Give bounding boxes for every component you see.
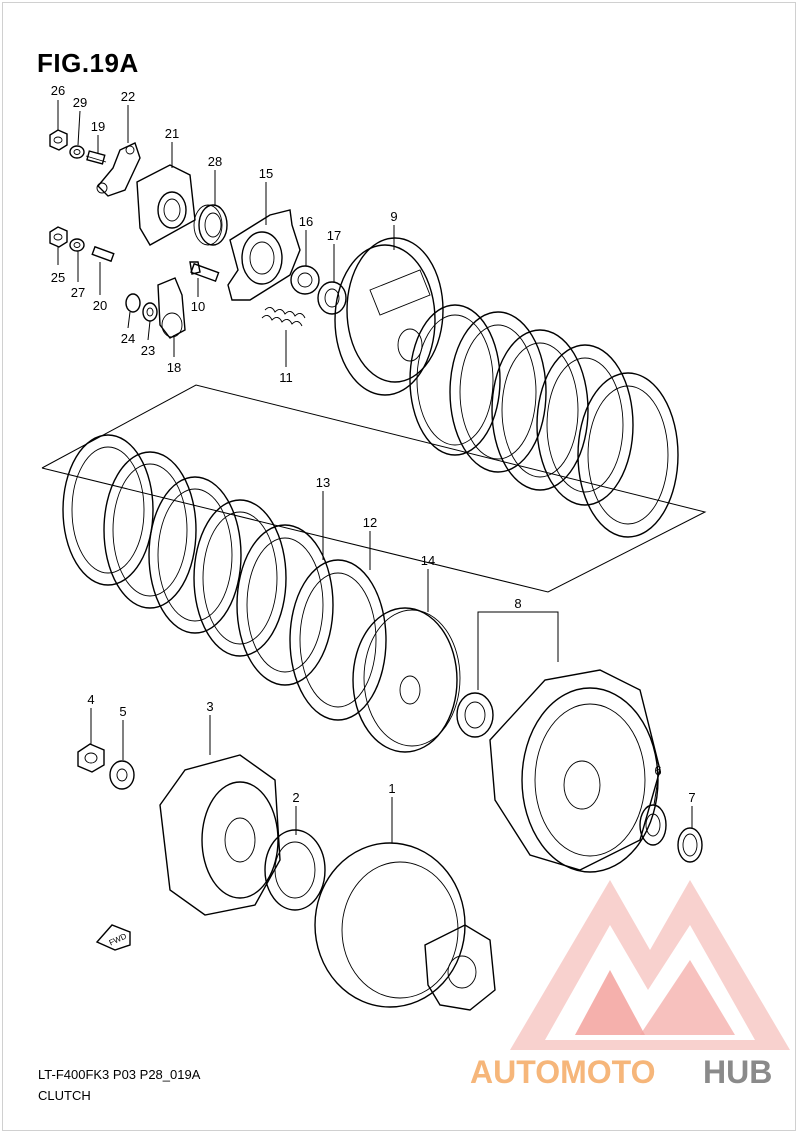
label-13: 13 [316,475,330,490]
part-20-bolt [91,245,115,263]
label-28: 28 [208,154,222,169]
part-19-bolt [85,150,107,165]
label-22: 22 [121,89,135,104]
part-28-bearing [193,204,228,246]
label-5: 5 [119,704,126,719]
leader-lines [57,100,693,843]
part-21-bracket [136,164,196,246]
plate-group-outline [41,384,707,593]
part-17-washer [317,281,347,315]
fwd-label: FWD [108,932,129,948]
watermark-part1: AUTOMOTO [470,1054,655,1090]
part-8-clutch-housing [456,669,661,873]
label-27: 27 [71,285,85,300]
part-25-nut [49,226,68,248]
label-8: 8 [514,596,521,611]
label-7: 7 [688,790,695,805]
part-1-drive-housing [314,842,496,1011]
part-15-release-plate [227,209,301,301]
label-18: 18 [167,360,181,375]
label-17: 17 [327,228,341,243]
part-9-pressure-plate [334,237,444,396]
part-27-washer [69,238,85,252]
part-10-bolt [189,261,220,283]
watermark-text: AUTOMOTO HUB [470,1054,772,1090]
part-29-washer [69,145,85,159]
label-29: 29 [73,95,87,110]
label-6: 6 [654,763,661,778]
part-4-nut [77,743,105,773]
part-3-clutch-assembly [159,754,281,916]
label-11: 11 [279,370,293,385]
label-20: 20 [93,298,107,313]
part-18-lever-shaft [157,277,186,339]
part-14-plate [352,607,461,753]
label-21: 21 [165,126,179,141]
label-9: 9 [390,209,397,224]
part-22-cam-lever [96,142,141,197]
part-26-nut [49,129,68,151]
label-10: 10 [191,299,205,314]
part-5-washer [109,760,135,790]
part-6-washer [639,804,667,846]
label-1: 1 [388,781,395,796]
part-number-labels: 26 29 19 22 21 28 15 16 17 9 25 27 20 10… [51,83,696,805]
label-2: 2 [292,790,299,805]
label-23: 23 [141,343,155,358]
label-12: 12 [363,515,377,530]
label-25: 25 [51,270,65,285]
automotohub-logo-icon [510,880,790,1050]
figure-title: FIG.19A [37,48,139,78]
label-26: 26 [51,83,65,98]
watermark-part2: HUB [703,1054,772,1090]
plate-stack-upper [409,304,679,538]
label-15: 15 [259,166,273,181]
part-7-ring [677,827,703,863]
label-4: 4 [87,692,94,707]
fwd-arrow-icon: FWD [95,924,131,951]
part-2-one-way-clutch [264,829,326,911]
label-16: 16 [299,214,313,229]
footer-title: CLUTCH [38,1088,91,1103]
plate-stack-lower [62,434,387,721]
label-24: 24 [121,331,135,346]
label-19: 19 [91,119,105,134]
part-24-circlip [125,293,141,313]
part-11-springs [261,307,306,327]
label-3: 3 [206,699,213,714]
footer-code: LT-F400FK3 P03 P28_019A [38,1067,201,1082]
part-16-nut [290,265,320,295]
label-14: 14 [421,553,435,568]
part-23-washer [142,302,158,322]
